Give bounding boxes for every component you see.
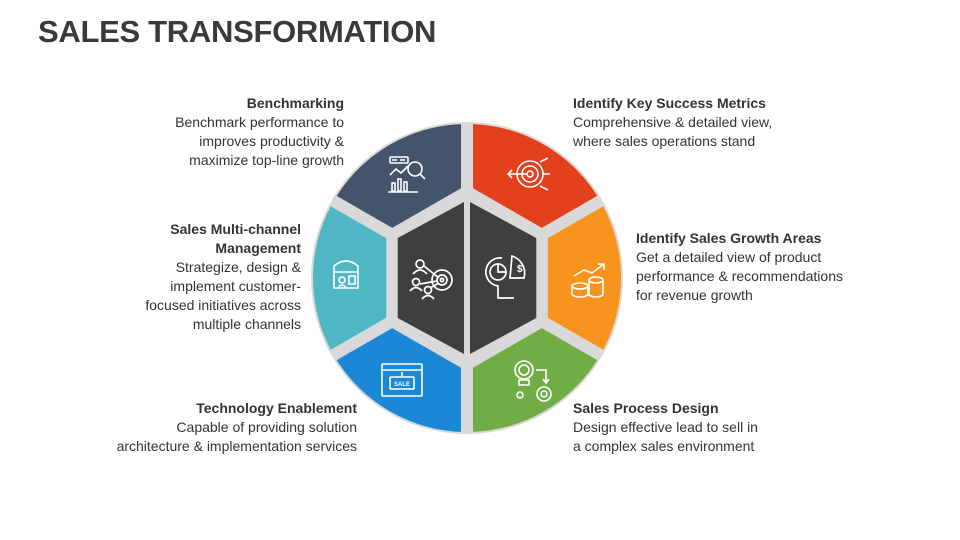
center-hex-left [397, 202, 464, 354]
technology-block: Technology Enablement Capable of providi… [117, 399, 357, 456]
process-block: Sales Process Design Design effective le… [573, 399, 758, 456]
metrics-block: Identify Key Success Metrics Comprehensi… [573, 94, 772, 151]
multichannel-desc-3: focused initiatives across [145, 297, 301, 313]
benchmarking-desc-1: Benchmark performance to [175, 114, 344, 130]
growth-block: Identify Sales Growth Areas Get a detail… [636, 229, 843, 305]
storefront-icon [333, 260, 359, 289]
process-desc-2: a complex sales environment [573, 438, 755, 454]
segment-benchmarking [336, 124, 462, 228]
metrics-desc-2: where sales operations stand [573, 133, 756, 149]
growth-desc-3: for revenue growth [636, 287, 753, 303]
growth-coins-icon [571, 263, 605, 298]
growth-desc-1: Get a detailed view of product [636, 249, 822, 265]
target-icon [506, 157, 550, 191]
segment-growth [547, 206, 621, 350]
process-heading: Sales Process Design [573, 400, 719, 416]
sale-screen-icon: SALE [381, 363, 423, 397]
svg-text:$: $ [517, 264, 523, 275]
multichannel-desc-2: implement customer- [170, 278, 301, 294]
metrics-desc-1: Comprehensive & detailed view, [573, 114, 773, 130]
multichannel-heading-1: Sales Multi-channel [170, 221, 301, 237]
benchmarking-desc-2: improves productivity & [199, 133, 344, 149]
benchmark-chart-icon [388, 156, 426, 193]
benchmarking-heading: Benchmarking [246, 95, 344, 111]
multichannel-heading-2: Management [215, 240, 301, 256]
multichannel-desc-4: multiple channels [192, 316, 301, 332]
people-target-icon [409, 259, 453, 300]
benchmarking-desc-3: maximize top-line growth [189, 152, 344, 168]
multichannel-desc-1: Strategize, design & [175, 259, 301, 275]
technology-heading: Technology Enablement [196, 400, 357, 416]
growth-heading: Identify Sales Growth Areas [636, 230, 822, 246]
segment-technology [336, 328, 462, 432]
multichannel-block: Sales Multi-channel Management Strategiz… [145, 220, 301, 334]
process-desc-1: Design effective lead to sell in [573, 419, 758, 435]
sale-sign-text: SALE [394, 382, 410, 388]
technology-desc-2: architecture & implementation services [116, 438, 357, 454]
segment-metrics [472, 124, 598, 228]
page-title: SALES TRANSFORMATION [38, 14, 437, 49]
head-chart-icon: $ [485, 254, 526, 299]
benchmarking-block: Benchmarking Benchmark performance to im… [175, 94, 344, 170]
metrics-heading: Identify Key Success Metrics [573, 95, 766, 111]
growth-desc-2: performance & recommendations [636, 268, 843, 284]
process-gears-icon [514, 360, 552, 402]
technology-desc-1: Capable of providing solution [176, 419, 357, 435]
segment-process [472, 328, 598, 432]
